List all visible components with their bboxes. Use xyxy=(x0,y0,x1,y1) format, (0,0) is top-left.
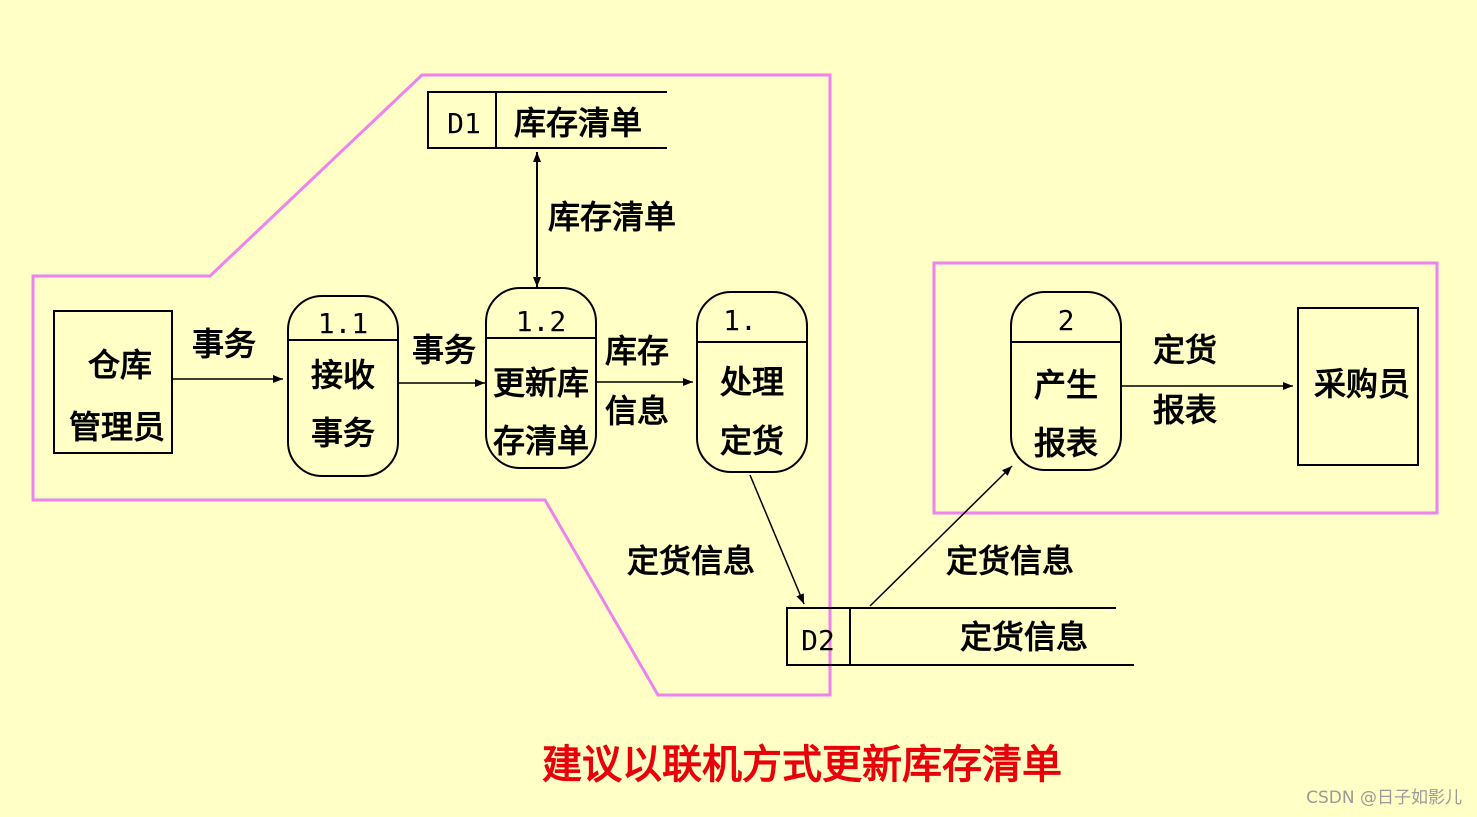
process-2-id: 2 xyxy=(1058,304,1075,337)
process-2-line2: 报表 xyxy=(1034,424,1098,462)
store-d2-name: 定货信息 xyxy=(960,618,1088,656)
flow-label-transaction-mid: 事务 xyxy=(412,331,476,369)
diagram-caption: 建议以联机方式更新库存清单 xyxy=(542,741,1062,788)
process-1-2-line1: 更新库 xyxy=(493,364,589,402)
store-d1 xyxy=(427,91,667,149)
store-d1-id: D1 xyxy=(447,107,481,140)
process-1-1-line1: 接收 xyxy=(311,356,375,394)
flow-label-order-report-line2: 报表 xyxy=(1153,391,1217,429)
process-1-1 xyxy=(287,295,399,477)
process-2 xyxy=(1010,291,1122,471)
flow-arrow-order-info-up xyxy=(869,465,1013,607)
entity-warehouse-manager-line1: 仓库 xyxy=(88,346,152,384)
flow-label-order-info-down: 定货信息 xyxy=(627,542,755,580)
store-d1-name: 库存清单 xyxy=(514,104,642,142)
entity-purchaser-label: 采购员 xyxy=(1314,365,1410,403)
report-boundary xyxy=(932,261,1439,515)
process-1-3 xyxy=(696,291,808,473)
process-2-line1: 产生 xyxy=(1034,366,1098,404)
flow-label-inventory-info-line1: 库存 xyxy=(605,332,669,370)
process-1-3-line1: 处理 xyxy=(719,363,784,401)
store-d2-id: D2 xyxy=(801,624,835,657)
flow-arrow-order-info-down xyxy=(749,474,805,605)
flow-label-order-report-line1: 定货 xyxy=(1153,331,1217,369)
process-1-1-line2: 事务 xyxy=(311,414,375,452)
flow-label-order-info-up: 定货信息 xyxy=(946,542,1074,580)
flow-label-inventory-info-line2: 信息 xyxy=(605,392,669,430)
online-boundary xyxy=(31,73,832,697)
flow-label-transaction-in: 事务 xyxy=(192,325,256,363)
entity-purchaser xyxy=(1297,307,1419,466)
process-1-3-line2: 定货 xyxy=(720,422,784,460)
process-1-2-id: 1.2 xyxy=(516,305,567,338)
process-1-1-id: 1.1 xyxy=(318,307,369,340)
entity-warehouse-manager-line2: 管理员 xyxy=(69,408,165,446)
process-1-2-line2: 存清单 xyxy=(493,422,589,460)
store-d2 xyxy=(786,607,1134,666)
process-1-3-id: 1. xyxy=(723,304,757,337)
flow-label-inventory-list: 库存清单 xyxy=(548,198,676,236)
process-1-2 xyxy=(485,287,597,469)
entity-warehouse-manager xyxy=(53,310,173,454)
watermark: CSDN @日子如影儿 xyxy=(1306,788,1462,808)
